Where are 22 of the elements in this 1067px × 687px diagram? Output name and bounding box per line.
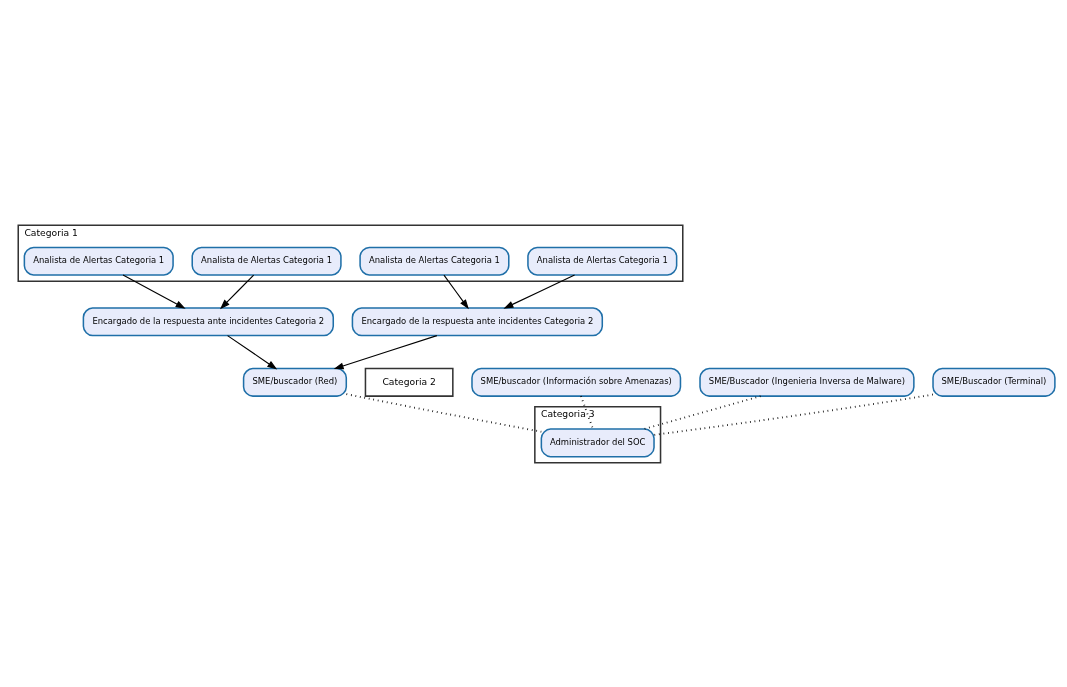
arrow [220,274,255,309]
connector [653,393,934,436]
connector [580,394,594,430]
arrow [226,334,278,369]
connector [643,394,762,430]
arrow [443,274,469,309]
arrow [333,334,438,369]
node-box: Analista de Alertas Categoria 1 [191,246,342,276]
connector [345,392,543,433]
node-box: Analista de Alertas Categoria 1 [359,246,510,276]
node-box: Encargado de la respuesta ante incidentes Categoria 2 [351,306,604,336]
node-box: SME/Buscador (Terminal) [932,367,1056,397]
node-box: SME/Buscador (Ingenieria Inversa de Malware) [699,367,915,397]
node-box: Encargado de la respuesta ante incidentes Categoria 2 [82,306,335,336]
arrow [503,274,576,309]
node-box: Analista de Alertas Categoria 1 [527,246,678,276]
node-box: SME/buscador (Red) [242,367,348,397]
node-box: SME/buscador (Información sobre Amenazas) [471,367,682,397]
node-box: Administrador del SOC [540,427,655,457]
arrow [122,274,186,309]
node-box: Categoria 2 [364,367,454,397]
node-box: Analista de Alertas Categoria 1 [23,246,174,276]
